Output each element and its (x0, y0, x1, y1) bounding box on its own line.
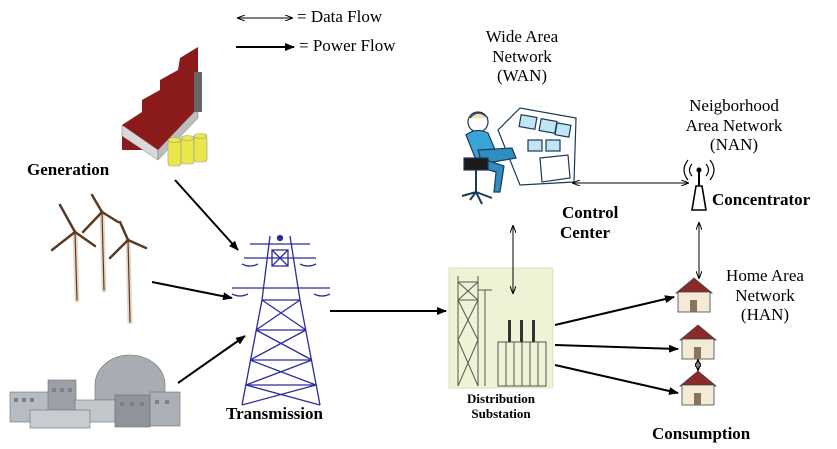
operator-console-icon (461, 107, 577, 205)
distribution-substation-label: Distribution Substation (441, 391, 561, 422)
nuclear-to-transmission-arrow (177, 335, 246, 384)
data-flow-arrows (513, 183, 699, 370)
legend-power-flow-label: = Power Flow (299, 36, 396, 55)
power-flow-arrows (151, 179, 679, 395)
han-label-line1: Home Area (726, 266, 804, 285)
wind-to-transmission-arrow (151, 281, 233, 301)
transmission-tower-icon (231, 234, 331, 406)
wan-label-line1: Wide Area (485, 27, 559, 46)
substation-to-house3-arrow (554, 364, 679, 395)
distribution-label-line1: Distribution (467, 391, 535, 406)
nuclear-plant-icon (9, 354, 181, 429)
wan-label-line3: (WAN) (496, 66, 548, 86)
consumption-label: Consumption (652, 424, 751, 443)
nan-label-line3: (NAN) (709, 135, 759, 155)
nan-label-line1: Neigborhood (689, 96, 779, 115)
substation-to-house2-arrow (554, 344, 679, 353)
house-icon (674, 277, 718, 406)
nan-label: Neigborhood Area Network (NAN) (674, 96, 794, 155)
legend-data-flow-label: = Data Flow (297, 7, 383, 26)
control-center-line2: Center (560, 222, 611, 242)
generation-to-transmission-arrow (174, 179, 239, 251)
factory-icon (121, 47, 208, 167)
han-label: Home Area Network (HAN) (715, 266, 815, 325)
wan-label: Wide Area Network (WAN) (462, 27, 582, 86)
wan-label-line2: Network (492, 46, 552, 66)
control-center-line1: Control (562, 203, 619, 222)
concentrator-label: Concentrator (712, 190, 811, 209)
generation-label: Generation (27, 160, 110, 179)
distribution-label-line2: Substation (471, 405, 531, 421)
han-label-line3: (HAN) (740, 305, 790, 325)
substation-icon (448, 267, 554, 389)
han-label-line2: Network (735, 285, 795, 305)
wind-turbines-icon (50, 193, 148, 325)
substation-to-house1-arrow (554, 295, 675, 326)
legend (236, 18, 295, 51)
nan-label-line2: Area Network (685, 115, 783, 135)
control-center-label: Control Center (560, 203, 619, 242)
transmission-label: Transmission (226, 404, 323, 423)
antenna-icon (683, 159, 715, 211)
